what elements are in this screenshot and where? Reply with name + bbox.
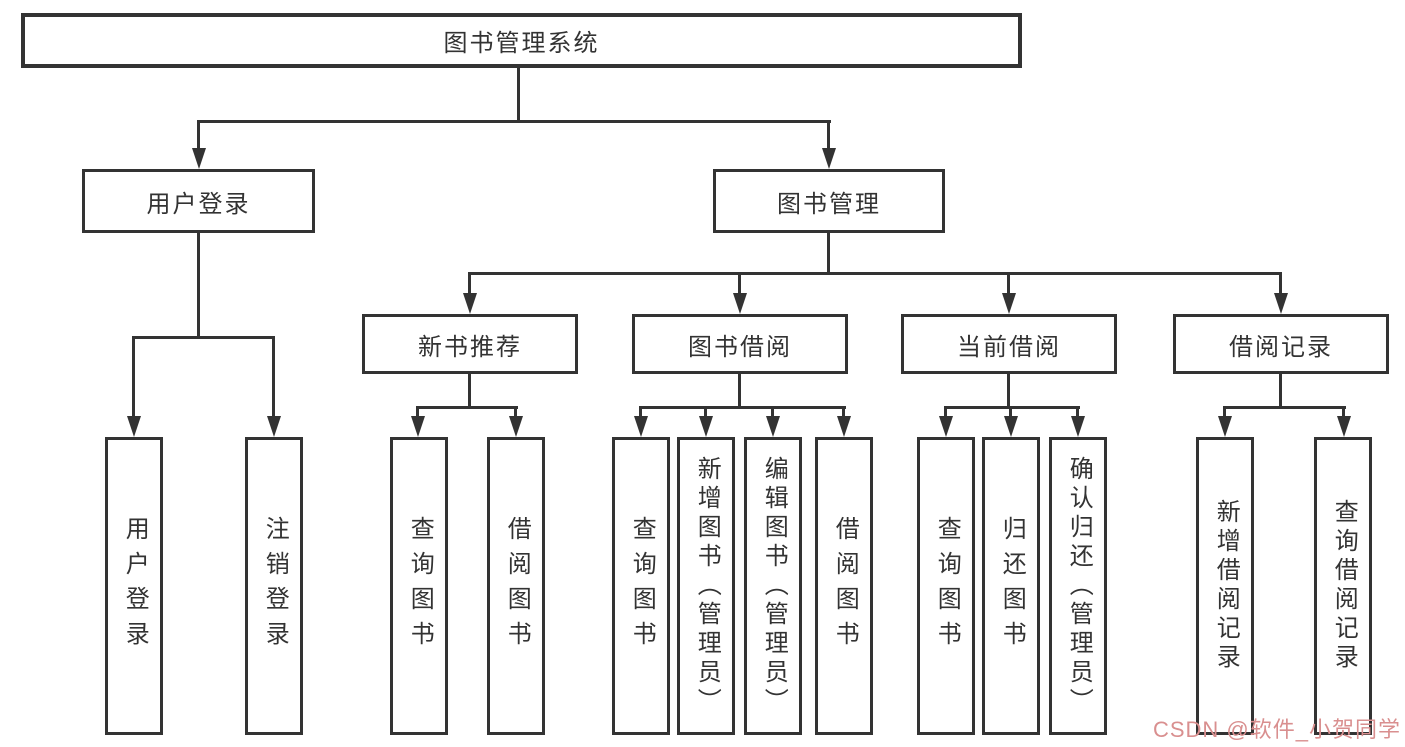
connector-vline	[827, 233, 830, 274]
connector-vline	[704, 406, 707, 420]
arrowhead-down-icon	[411, 416, 425, 437]
node-label: 当前借阅	[957, 333, 1061, 361]
arrowhead-down-icon	[267, 416, 281, 437]
node-label: 用户登录	[146, 190, 251, 218]
node-leaf-query-books-2: 查询图书	[612, 437, 670, 735]
node-borrowing-records: 借阅记录	[1173, 314, 1389, 374]
arrowhead-down-icon	[733, 293, 747, 314]
node-leaf-edit-books-admin: 编辑图书（管理员）	[744, 437, 802, 735]
connector-vline	[468, 272, 471, 296]
node-label: 新增借阅记录	[1212, 499, 1240, 673]
node-leaf-confirm-return-admin: 确认归还（管理员）	[1049, 437, 1107, 735]
node-label: 注销登录	[261, 516, 289, 656]
connector-vline	[771, 406, 774, 420]
node-label: 图书管理	[777, 190, 881, 218]
node-leaf-query-borrow-record: 查询借阅记录	[1314, 437, 1372, 735]
connector-hline	[1223, 406, 1346, 409]
connector-vline	[944, 406, 947, 420]
arrowhead-down-icon	[634, 416, 648, 437]
arrowhead-down-icon	[822, 148, 836, 169]
connector-vline	[517, 68, 520, 122]
connector-hline	[416, 406, 518, 409]
node-label: 编辑图书（管理员）	[760, 455, 788, 717]
node-book-management: 图书管理	[713, 169, 945, 233]
connector-vline	[842, 406, 845, 420]
arrowhead-down-icon	[837, 416, 851, 437]
connector-vline	[197, 233, 200, 338]
node-leaf-user-login: 用户登录	[105, 437, 163, 735]
arrowhead-down-icon	[766, 416, 780, 437]
csdn-watermark: CSDN @软件_小贺同学	[1152, 717, 1401, 742]
connector-vline	[1009, 406, 1012, 420]
connector-vline	[1279, 272, 1282, 296]
connector-vline	[1342, 406, 1345, 420]
node-label: 图书借阅	[688, 333, 792, 361]
node-leaf-return-books: 归还图书	[982, 437, 1040, 735]
node-leaf-add-books-admin: 新增图书（管理员）	[677, 437, 735, 735]
arrowhead-down-icon	[1218, 416, 1232, 437]
connector-vline	[132, 336, 135, 420]
connector-vline	[827, 120, 830, 152]
connector-vline	[738, 374, 741, 408]
node-leaf-borrow-books-1: 借阅图书	[487, 437, 545, 735]
node-current-borrowing: 当前借阅	[901, 314, 1117, 374]
node-label: 查询图书	[406, 516, 434, 656]
arrowhead-down-icon	[1337, 416, 1351, 437]
node-new-book-recommend: 新书推荐	[362, 314, 578, 374]
arrowhead-down-icon	[939, 416, 953, 437]
node-label: 查询图书	[933, 516, 961, 656]
node-leaf-logout: 注销登录	[245, 437, 303, 735]
node-label: 借阅记录	[1229, 333, 1333, 361]
arrowhead-down-icon	[463, 293, 477, 314]
node-label: 查询图书	[628, 516, 656, 656]
arrowhead-down-icon	[699, 416, 713, 437]
node-label: 归还图书	[998, 516, 1026, 656]
connector-vline	[197, 120, 200, 152]
connector-vline	[514, 406, 517, 420]
connector-vline	[1007, 374, 1010, 408]
node-label: 借阅图书	[831, 516, 859, 656]
connector-vline	[272, 336, 275, 420]
arrowhead-down-icon	[127, 416, 141, 437]
node-library-management-system: 图书管理系统	[21, 13, 1022, 68]
node-label: 图书管理系统	[443, 30, 600, 57]
node-book-borrowing: 图书借阅	[632, 314, 848, 374]
node-label: 新书推荐	[418, 333, 522, 361]
arrowhead-down-icon	[1004, 416, 1018, 437]
arrowhead-down-icon	[1071, 416, 1085, 437]
node-leaf-borrow-books-2: 借阅图书	[815, 437, 873, 735]
connector-vline	[1279, 374, 1282, 408]
connector-hline	[132, 336, 275, 339]
connector-vline	[416, 406, 419, 420]
connector-vline	[1076, 406, 1079, 420]
node-label: 新增图书（管理员）	[693, 455, 721, 717]
node-user-login: 用户登录	[82, 169, 315, 233]
node-label: 确认归还（管理员）	[1065, 455, 1093, 717]
connector-hline	[944, 406, 1080, 409]
arrowhead-down-icon	[1274, 293, 1288, 314]
arrowhead-down-icon	[192, 148, 206, 169]
node-leaf-query-books-3: 查询图书	[917, 437, 975, 735]
node-label: 查询借阅记录	[1330, 499, 1358, 673]
connector-vline	[639, 406, 642, 420]
connector-hline	[197, 120, 831, 123]
node-leaf-add-borrow-record: 新增借阅记录	[1196, 437, 1254, 735]
connector-hline	[639, 406, 846, 409]
node-label: 用户登录	[121, 516, 149, 656]
node-leaf-query-books-1: 查询图书	[390, 437, 448, 735]
node-label: 借阅图书	[503, 516, 531, 656]
connector-hline	[468, 272, 1282, 275]
connector-vline	[1007, 272, 1010, 296]
connector-vline	[738, 272, 741, 296]
arrowhead-down-icon	[509, 416, 523, 437]
connector-vline	[1223, 406, 1226, 420]
connector-vline	[468, 374, 471, 408]
arrowhead-down-icon	[1002, 293, 1016, 314]
